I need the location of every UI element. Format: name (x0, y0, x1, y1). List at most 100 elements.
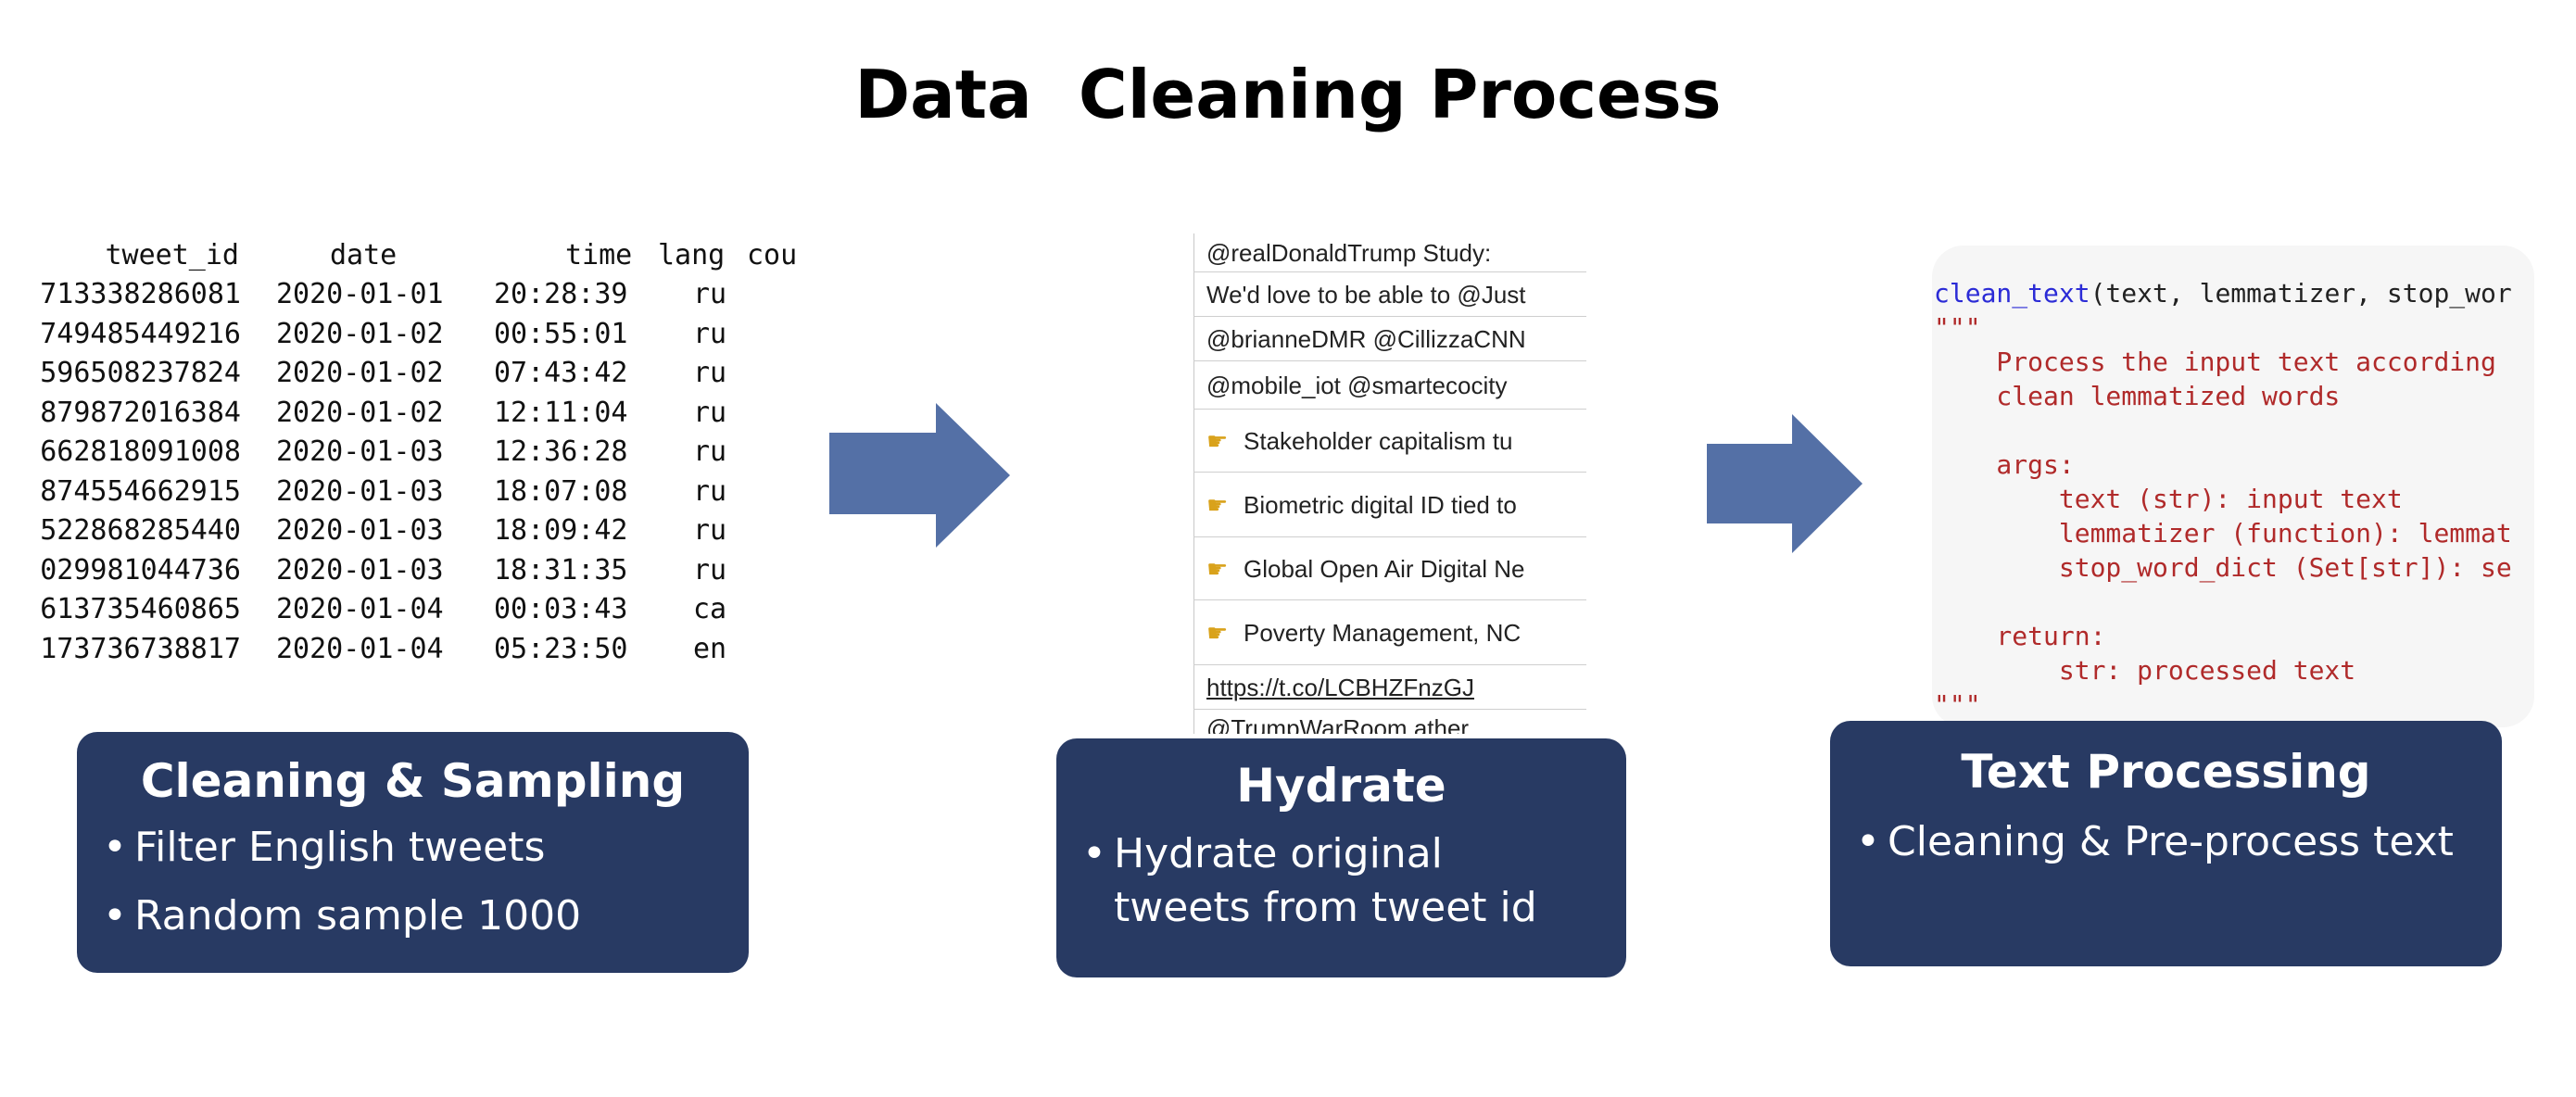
time-cell: 00:03:43 (494, 593, 628, 625)
docstring-open: """ (1934, 312, 1981, 343)
pointing-hand-icon: ☛ (1206, 491, 1229, 519)
lang-cell: ru (693, 357, 727, 389)
list-item: @brianneDMR @CillizzaCNN (1193, 317, 1586, 361)
time-cell: 18:07:08 (494, 474, 628, 508)
date-cell: 2020-01-03 (276, 435, 444, 468)
box-bullets: Cleaning & Pre-process text (1850, 815, 2502, 869)
docstring-line: str: processed text (1934, 655, 2356, 686)
date-cell: 2020-01-03 (276, 514, 444, 547)
tweet-id-cell: 522868285440 (40, 514, 241, 547)
docstring-line: args: (1934, 449, 2075, 480)
function-signature: (text, lemmatizer, stop_wor (2090, 278, 2512, 309)
lang-cell: ru (693, 278, 727, 310)
list-item: ☛Poverty Management, NC (1193, 600, 1586, 665)
tweet-text: @brianneDMR @CillizzaCNN (1206, 325, 1526, 353)
function-name: clean_text (1934, 278, 2090, 309)
tweet-text: Poverty Management, NC (1244, 619, 1522, 647)
pointing-hand-icon: ☛ (1206, 555, 1229, 583)
tweet-id-cell: 613735460865 (40, 593, 241, 625)
header-country: cou (747, 239, 797, 271)
tweet-id-cell: 029981044736 (40, 553, 241, 586)
date-cell: 2020-01-03 (276, 474, 444, 508)
date-cell: 2020-01-02 (276, 317, 444, 350)
bullet-item: Cleaning & Pre-process text (1850, 815, 2502, 869)
page-title: Data Cleaning Process (854, 56, 1722, 133)
pointing-hand-icon: ☛ (1206, 427, 1229, 455)
header-tweet-id: tweet_id (105, 239, 240, 271)
lang-cell: en (693, 632, 727, 665)
docstring-line: text (str): input text (1934, 484, 2403, 514)
lang-cell: ru (693, 317, 727, 350)
right-arrow-icon (1707, 414, 1863, 553)
tweet-text: https://t.co/LCBHZFnzGJ (1206, 674, 1474, 701)
lang-cell: ru (693, 553, 727, 586)
list-item: ☛ Biometric digital ID tied to (1193, 473, 1586, 537)
date-cell: 2020-01-04 (276, 632, 444, 665)
code-snippet: clean_text(text, lemmatizer, stop_wor ""… (1932, 246, 2534, 727)
docstring-body: Process the input text according clean l… (1934, 347, 2512, 686)
header-date: date (330, 239, 398, 271)
list-item: ☛ Stakeholder capitalism tu (1193, 410, 1586, 473)
tweet-id-cell: 713338286081 (40, 278, 241, 310)
tweet-text: @mobile_iot @smartecocity (1206, 372, 1508, 399)
docstring-line: stop_word_dict (Set[str]): se (1934, 552, 2512, 583)
time-cell: 12:11:04 (494, 396, 628, 429)
docstring-close: """ (1934, 689, 1981, 720)
list-item: @realDonaldTrump Study: (1193, 233, 1586, 272)
tweet-id-cell: 749485449216 (40, 317, 241, 350)
tweet-id-cell: 596508237824 (40, 357, 241, 389)
lang-cell: ru (693, 474, 727, 508)
lang-cell: ru (693, 514, 727, 547)
docstring-line: Process the input text according (1934, 347, 2496, 377)
code-block: clean_text(text, lemmatizer, stop_wor ""… (1934, 276, 2512, 722)
tweet-text: @TrumpWarRoom ather (1206, 714, 1470, 734)
time-cell: 07:43:42 (494, 357, 628, 389)
time-cell: 12:36:28 (494, 435, 628, 468)
tweet-text: @realDonaldTrump Study: (1206, 239, 1492, 267)
tweet-id-cell: 874554662915 (40, 474, 241, 508)
box-title: Cleaning & Sampling (140, 754, 686, 808)
tweet-link[interactable]: https://t.co/LCBHZFnzGJ (1193, 665, 1586, 710)
tweet-table: tweet_id date time lang cou 713338286081… (0, 236, 797, 681)
time-cell: 20:28:39 (494, 278, 628, 310)
time-cell: 00:55:01 (494, 317, 628, 350)
bullet-item: Hydrate original tweets from tweet id (1077, 827, 1589, 935)
lang-cell: ca (693, 593, 727, 625)
text-processing-box: Text Processing Cleaning & Pre-process t… (1830, 721, 2502, 966)
docstring-line: clean lemmatized words (1934, 381, 2341, 411)
cleaning-sampling-box: Cleaning & Sampling Filter English tweet… (77, 732, 749, 973)
box-bullets: Hydrate original tweets from tweet id (1077, 827, 1589, 935)
box-title: Text Processing (1961, 745, 2371, 799)
list-divider (1193, 233, 1194, 734)
date-cell: 2020-01-04 (276, 593, 444, 625)
right-arrow-icon (829, 403, 1010, 548)
tweet-id-cell: 662818091008 (40, 435, 241, 468)
hydrate-box: Hydrate Hydrate original tweets from twe… (1056, 738, 1626, 977)
box-title: Hydrate (1236, 759, 1446, 813)
docstring-line: lemmatizer (function): lemmat (1934, 518, 2512, 548)
tweet-text: Stakeholder capitalism tu (1244, 427, 1513, 455)
tweet-text: We'd love to be able to @Just (1206, 281, 1526, 309)
list-item: We'd love to be able to @Just (1193, 272, 1586, 317)
lang-cell: ru (693, 435, 727, 468)
date-cell: 2020-01-03 (276, 553, 444, 586)
list-item: ☛ Global Open Air Digital Ne (1193, 537, 1586, 600)
date-cell: 2020-01-02 (276, 396, 444, 429)
tweet-list: @realDonaldTrump Study: We'd love to be … (1186, 233, 1586, 734)
header-lang: lang (658, 239, 726, 271)
header-time: time (565, 239, 633, 271)
time-cell: 05:23:50 (494, 632, 628, 665)
docstring-line: return: (1934, 621, 2106, 651)
tweet-text: Global Open Air Digital Ne (1244, 555, 1525, 583)
tweet-id-cell: 879872016384 (40, 396, 241, 429)
bullet-item: Filter English tweets (97, 821, 749, 875)
tweet-text: Biometric digital ID tied to (1244, 491, 1517, 519)
time-cell: 18:31:35 (494, 553, 628, 586)
box-bullets: Filter English tweets Random sample 1000 (97, 821, 749, 943)
date-cell: 2020-01-02 (276, 357, 444, 389)
date-cell: 2020-01-01 (276, 278, 444, 310)
tweet-id-cell: 173736738817 (40, 632, 241, 665)
list-item: @mobile_iot @smartecocity (1193, 361, 1586, 410)
list-item: @TrumpWarRoom ather (1193, 710, 1586, 734)
bullet-item: Random sample 1000 (97, 889, 749, 943)
